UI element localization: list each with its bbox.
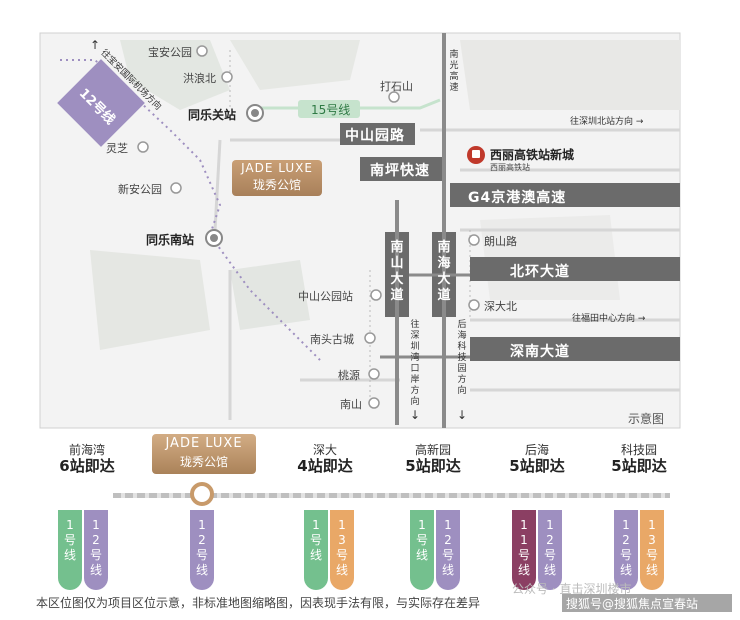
dest-stops: 5站即达 [611, 457, 667, 475]
watermark-sohu: 搜狐号@搜狐焦点宣春站 [566, 597, 699, 611]
route-project-en: JADE LUXE [165, 436, 243, 451]
dest-qianhaiwan: 前海湾 6站即达 [52, 442, 122, 474]
map-note: 示意图 [628, 412, 665, 426]
line12-path [60, 59, 321, 361]
arrow-up-line12: ↑ [90, 38, 101, 52]
dest-stops: 6站即达 [59, 457, 115, 475]
dest-houhai: 后海 5站即达 [502, 442, 572, 474]
location-map: 12号线 往宝安国际机场方向 15号线 宝安公园 洪浪北 同乐关站 灵芝 新安公… [39, 32, 681, 429]
nanshan-road-strip [395, 200, 399, 425]
route-project-cn: 珑秀公馆 [179, 455, 228, 469]
project-badge-route: JADE LUXE 珑秀公馆 [152, 434, 256, 474]
station-shenda-north: 深大北 [484, 300, 517, 313]
project-station-marker [190, 482, 214, 506]
station-nantou-gucheng: 南头古城 [310, 333, 354, 346]
station-markers [137, 45, 480, 409]
station-tongleguan: 同乐关站 [188, 108, 237, 122]
road-g4: G4京港澳高速 [468, 190, 567, 206]
station-baoan-park: 宝安公园 [148, 46, 192, 59]
major-roads [340, 123, 680, 361]
dest-shenda: 深大 4站即达 [290, 442, 360, 474]
road-shennan: 深南大道 [510, 344, 570, 360]
dest-stops: 5站即达 [509, 457, 565, 475]
project-name-en: JADE LUXE [241, 161, 313, 175]
road-beihuan: 北环大道 [510, 264, 570, 280]
route-line [113, 493, 670, 498]
arrow-down-left: ↓ [410, 408, 421, 422]
dest-name: 深大 [312, 443, 337, 457]
station-xinan-park: 新安公园 [118, 183, 162, 196]
station-xili-hsr: 西丽高铁站新城 [490, 148, 575, 162]
line15-badge [298, 100, 360, 118]
green-area [90, 250, 210, 350]
station-nanshan: 南山 [340, 398, 362, 411]
footer-disclaimer: 本区位图仅为项目区位示意，非标准地图缩略图，因表现手法有限，与实际存在差异 [36, 596, 481, 610]
arrow-down-right: ↓ [457, 408, 468, 422]
hsr-train-glyph [472, 150, 480, 158]
minor-roads [213, 128, 680, 420]
dir-futian: 往福田中心方向 → [572, 314, 646, 324]
road-nanping: 南坪快速 [370, 163, 430, 179]
station-hongleng-north: 洪浪北 [183, 72, 216, 85]
dir-shenzhenwan: 往深圳湾口岸方向 [410, 320, 420, 407]
dest-name: 前海湾 [68, 443, 105, 457]
dir-shenzhen-north: 往深圳北站方向 → [570, 117, 644, 127]
road-nanguang: 南光高速 [449, 50, 459, 93]
green-area [230, 40, 360, 90]
dest-gaoxinyuan: 高新园 5站即达 [398, 442, 468, 474]
green-area [120, 40, 230, 110]
green-area [460, 40, 680, 110]
project-name-cn: 珑秀公馆 [252, 178, 301, 192]
station-taoyuan: 桃源 [338, 369, 360, 382]
station-dashi-shan: 打石山 [380, 80, 413, 93]
dest-name: 科技园 [620, 443, 657, 457]
watermark-sohu-bg [562, 594, 732, 612]
watermark-wechat: 公众号 · 直击深圳楼市 [512, 582, 632, 596]
station-xili-hsr-sub: 西丽高铁站 [490, 163, 530, 172]
road-nanhai-dadao: 南海大道 [437, 240, 451, 303]
dest-stops: 4站即达 [297, 457, 353, 475]
interchange-markers [205, 104, 264, 247]
station-tongle-south: 同乐南站 [146, 233, 195, 247]
dest-name: 后海 [524, 443, 549, 457]
nanhai-road-strip [442, 33, 446, 428]
dest-name: 高新园 [414, 443, 451, 457]
green-area [230, 260, 310, 330]
dest-stops: 5站即达 [405, 457, 461, 475]
line15-label: 15号线 [311, 103, 351, 117]
map-canvas [39, 32, 681, 429]
station-langshan-road: 朗山路 [484, 235, 517, 248]
dest-kejiyuan: 科技园 5站即达 [604, 442, 674, 474]
project-badge-map: JADE LUXE 珑秀公馆 [232, 160, 322, 196]
station-zhongshan-park: 中山公园站 [298, 290, 353, 303]
dir-houhai: 后海科技园方向 [457, 320, 467, 396]
road-nanshan-dadao: 南山大道 [390, 240, 404, 303]
station-lingzhi: 灵芝 [106, 142, 128, 155]
road-zhongshan-yuan: 中山园路 [345, 128, 405, 144]
